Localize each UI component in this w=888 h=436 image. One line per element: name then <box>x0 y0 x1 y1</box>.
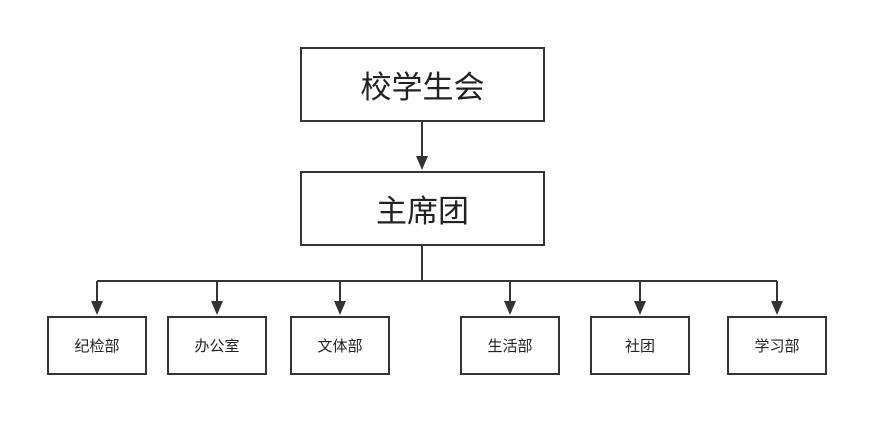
department-node-label: 学习部 <box>754 337 800 355</box>
department-node-label: 生活部 <box>487 337 533 355</box>
department-node: 文体部 <box>290 316 390 375</box>
department-node: 学习部 <box>727 316 827 375</box>
department-node: 生活部 <box>460 316 560 375</box>
department-node: 办公室 <box>167 316 267 375</box>
presidium-node-label: 主席团 <box>376 194 469 230</box>
arrowhead-presidium <box>416 156 428 170</box>
department-node-label: 社团 <box>624 337 655 355</box>
arrowhead-dept-4 <box>634 301 646 315</box>
department-node-label: 办公室 <box>194 337 240 355</box>
department-node-label: 文体部 <box>317 337 363 355</box>
arrowhead-dept-5 <box>771 301 783 315</box>
arrowhead-dept-0 <box>91 301 103 315</box>
root-node-label: 校学生会 <box>360 70 485 106</box>
arrowhead-dept-3 <box>504 301 516 315</box>
presidium-node: 主席团 <box>300 171 545 246</box>
arrowhead-dept-2 <box>334 301 346 315</box>
arrowhead-dept-1 <box>211 301 223 315</box>
root-node: 校学生会 <box>300 47 545 122</box>
department-node: 纪检部 <box>47 316 147 375</box>
department-node-label: 纪检部 <box>74 337 120 355</box>
department-node: 社团 <box>590 316 690 375</box>
